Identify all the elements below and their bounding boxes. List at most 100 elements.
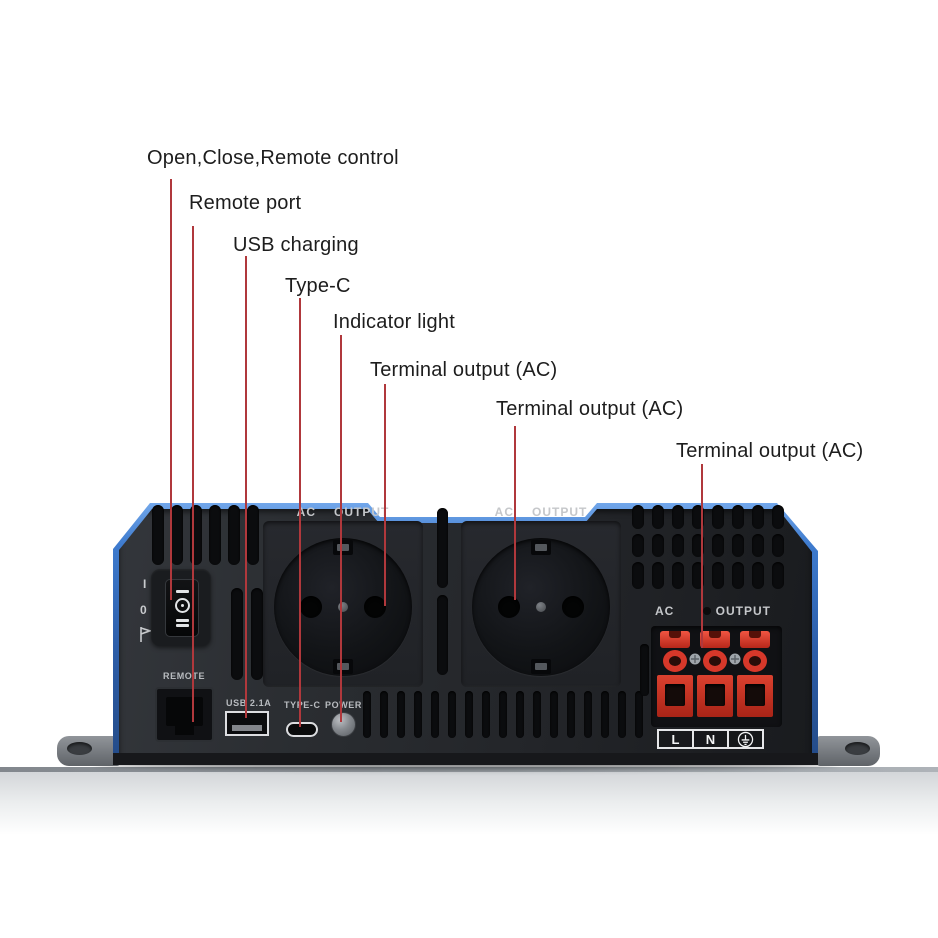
- ac-text: AC: [655, 604, 675, 618]
- vent-slot: [712, 505, 724, 529]
- remote-port-label: REMOTE: [163, 671, 206, 681]
- vent-slot: [231, 588, 243, 680]
- vent-slot: [752, 534, 764, 557]
- pin-label-live: L: [657, 729, 694, 749]
- socket-left-recess: [263, 521, 423, 687]
- power-indicator-led: [331, 712, 356, 737]
- pin-hole: [498, 596, 520, 618]
- usb-tongue: [232, 725, 262, 731]
- callout-label-led: Indicator light: [333, 311, 455, 333]
- callout-label-remote: Remote port: [189, 192, 302, 214]
- typec-port: [286, 722, 318, 737]
- vent-slot: [533, 691, 541, 738]
- callout-line-led: [340, 335, 342, 722]
- callout-label-typec: Type-C: [285, 275, 351, 297]
- vent-slot: [397, 691, 405, 738]
- pin-hole: [364, 596, 386, 618]
- terminal-pin-labels: L N: [657, 729, 764, 749]
- vent-slot: [672, 534, 684, 557]
- vent-slot: [732, 534, 744, 557]
- remote-flag-icon: [140, 627, 152, 642]
- terminal-body: [737, 675, 773, 717]
- callout-line-socket-left: [384, 384, 386, 606]
- callout-label-socket-left: Terminal output (AC): [370, 359, 558, 381]
- vent-slot: [732, 505, 744, 529]
- vent-slot: [228, 505, 240, 565]
- vent-slot: [247, 505, 259, 565]
- table-surface: [0, 772, 938, 842]
- switch-mark-on: I: [143, 577, 147, 591]
- vent-slot: [672, 562, 684, 589]
- vent-slot: [567, 691, 575, 738]
- callout-line-switch: [170, 179, 172, 600]
- callout-line-terminal: [701, 464, 703, 648]
- ground-clip: [531, 540, 551, 555]
- vent-group-center-divider: [437, 508, 448, 675]
- vent-slot: [437, 508, 448, 588]
- vent-slot: [414, 691, 422, 738]
- output-text: OUTPUT: [334, 505, 390, 519]
- terminal-screw-icon: [689, 653, 701, 665]
- vent-group-bottom: [363, 691, 643, 738]
- table-edge: [0, 767, 938, 772]
- vent-slot: [448, 691, 456, 738]
- vent-slot: [772, 505, 784, 529]
- vent-slot: [752, 505, 764, 529]
- callout-line-typec: [299, 298, 301, 727]
- typec-port-label: TYPE-C: [284, 700, 321, 710]
- socket-right-label: AC OUTPUT: [461, 505, 621, 519]
- vent-slot: [672, 505, 684, 529]
- vent-slot: [752, 562, 764, 589]
- vent-group-top-left: [152, 505, 259, 565]
- terminal-clamp: [700, 631, 730, 648]
- socket-left-label: AC OUTPUT: [263, 505, 423, 519]
- rocker-remote-mark: [175, 618, 189, 627]
- vent-slot: [499, 691, 507, 738]
- callout-label-terminal: Terminal output (AC): [676, 440, 864, 462]
- ac-text: AC: [296, 505, 316, 519]
- vent-slot: [732, 562, 744, 589]
- usb-port-label: USB 2.1A: [226, 698, 272, 708]
- vent-slot: [363, 691, 371, 738]
- callout-label-socket-right: Terminal output (AC): [496, 398, 684, 420]
- mount-hole-right: [845, 742, 870, 755]
- callout-line-socket-right: [514, 426, 516, 600]
- output-text: OUTPUT: [532, 505, 588, 519]
- vent-slot: [516, 691, 524, 738]
- panel-dot: [702, 607, 711, 615]
- vent-slot: [482, 691, 490, 738]
- vent-slot: [550, 691, 558, 738]
- rj45-tab: [175, 726, 194, 735]
- ground-clip: [333, 540, 353, 555]
- vent-slot: [632, 534, 644, 557]
- vent-slot: [431, 691, 439, 738]
- terminal-label: AC OUTPUT: [655, 604, 771, 618]
- terminal-body: [657, 675, 693, 717]
- rocker-off-mark: [174, 598, 190, 613]
- vent-grid-right-row3: [632, 562, 784, 589]
- terminal-clamp: [660, 631, 690, 648]
- vent-slot: [635, 691, 643, 738]
- socket-screw: [338, 602, 348, 612]
- ground-clip: [531, 659, 551, 674]
- vent-slot: [772, 562, 784, 589]
- socket-screw: [536, 602, 546, 612]
- remote-port: [155, 687, 214, 742]
- callout-label-usb: USB charging: [233, 234, 359, 256]
- terminal-screw-icon: [729, 653, 741, 665]
- pin-label-ground: [727, 729, 764, 749]
- vent-slot-terminal-left: [640, 644, 649, 696]
- mount-foot-right: [817, 736, 880, 766]
- vent-slot: [209, 505, 221, 565]
- vent-slot: [712, 534, 724, 557]
- terminal-barrel: [703, 650, 727, 672]
- vent-slot: [465, 691, 473, 738]
- terminal-barrel: [743, 650, 767, 672]
- pin-hole: [300, 596, 322, 618]
- vent-slot: [152, 505, 164, 565]
- ground-icon: [737, 731, 754, 747]
- pin-label-neutral: N: [692, 729, 729, 749]
- vent-slot: [171, 505, 183, 565]
- callout-line-usb: [245, 256, 247, 718]
